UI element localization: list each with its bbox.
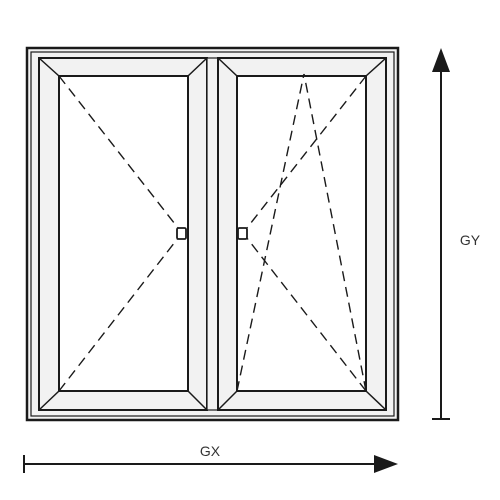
right-sash-glass bbox=[236, 75, 367, 392]
left-sash-bevel-tr bbox=[187, 57, 208, 77]
left-sash-opening-line-top bbox=[58, 75, 183, 234]
right-sash bbox=[217, 57, 387, 411]
right-sash-handle bbox=[237, 227, 248, 240]
width-arrow-head-icon bbox=[374, 455, 398, 473]
right-sash-opening-line-top bbox=[242, 75, 367, 234]
left-sash-glass bbox=[58, 75, 189, 392]
left-sash-bevel-br bbox=[187, 390, 208, 411]
height-dimension-label: GY bbox=[460, 232, 481, 248]
left-sash-bevel-bl bbox=[38, 390, 60, 411]
left-sash-opening-line-bottom bbox=[58, 232, 183, 392]
height-dimension: GY bbox=[432, 48, 481, 420]
left-sash-bevel-tl bbox=[38, 57, 60, 77]
left-sash-handle bbox=[176, 227, 187, 240]
right-sash-bevel-br bbox=[365, 390, 387, 411]
right-sash-tilt-line-left bbox=[236, 73, 305, 392]
outer-frame-inner-rect bbox=[30, 51, 395, 417]
right-sash-bevel-tr bbox=[365, 57, 387, 77]
right-sash-bevel-tl bbox=[217, 57, 238, 77]
right-sash-opening-line-bottom bbox=[242, 232, 367, 392]
right-sash-bevel-bl bbox=[217, 390, 238, 411]
width-dimension: GX bbox=[23, 443, 398, 473]
center-mullion bbox=[206, 57, 219, 411]
left-sash bbox=[38, 57, 208, 411]
right-sash-tilt-line-right bbox=[303, 73, 367, 392]
width-dimension-label: GX bbox=[200, 443, 221, 459]
height-arrow-head-icon bbox=[432, 48, 450, 72]
